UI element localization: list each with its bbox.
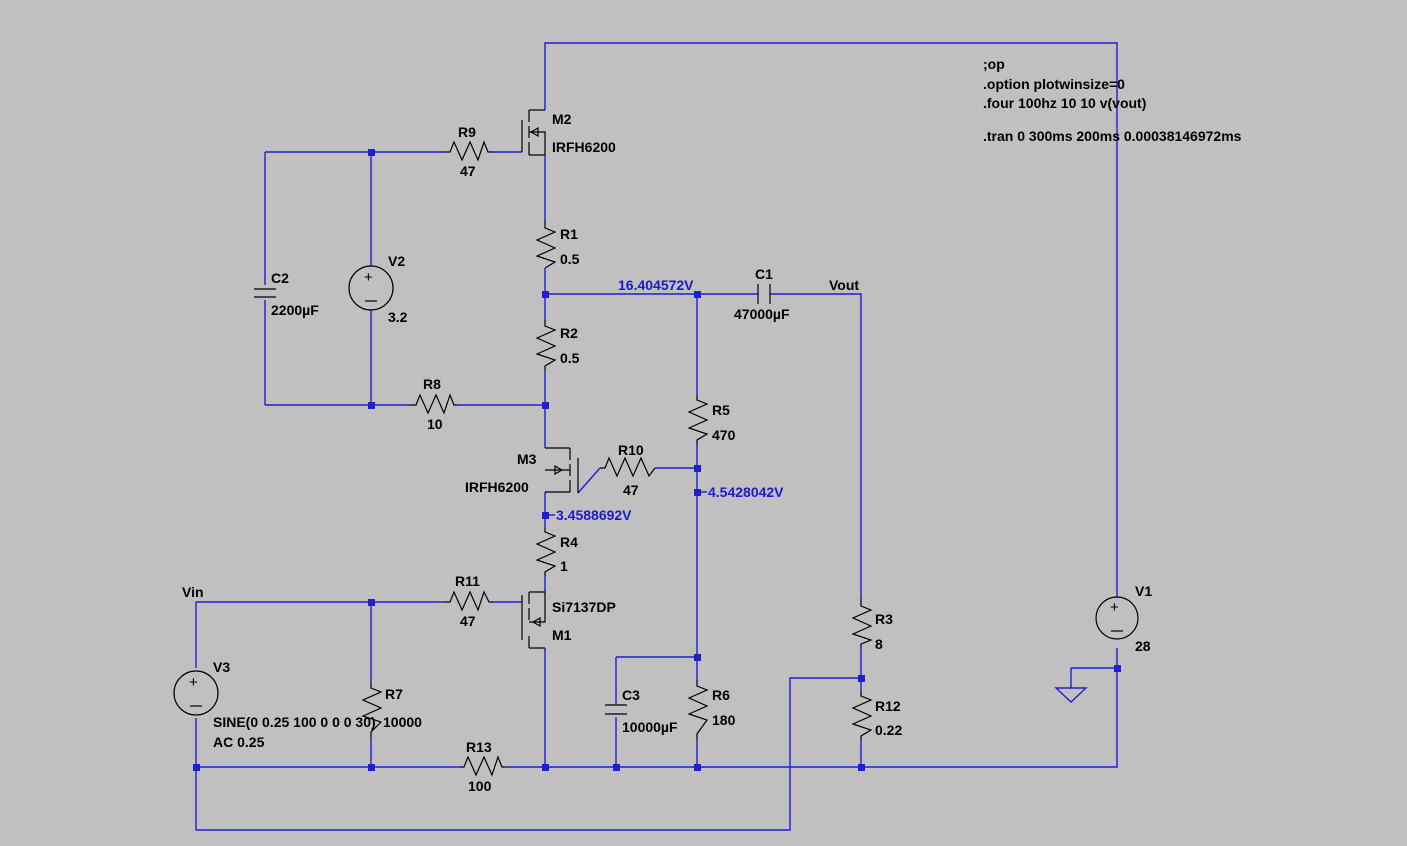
R5-name: R5	[712, 402, 730, 418]
R10-value: 47	[623, 482, 639, 498]
resistor-R10-symbol[interactable]	[600, 456, 656, 478]
R1-name: R1	[560, 226, 578, 242]
voltage-label-node-b: 4.5428042V	[708, 484, 784, 500]
resistor-R4-symbol[interactable]	[535, 528, 557, 576]
directive-op: ;op	[983, 56, 1005, 72]
svg-text:+: +	[364, 269, 373, 286]
M1-name: M1	[552, 627, 572, 643]
R12-value: 0.22	[875, 722, 902, 738]
ground-symbol	[1054, 668, 1088, 703]
voltage-source-V3[interactable]: +	[173, 670, 219, 716]
mosfet-M3-symbol[interactable]	[545, 447, 579, 493]
resistor-R11-symbol[interactable]	[445, 590, 493, 612]
net-label-vin: Vin	[182, 584, 204, 600]
voltage-source-V1[interactable]: +	[1095, 596, 1139, 640]
directive-tran: .tran 0 300ms 200ms 0.00038146972ms	[983, 128, 1242, 144]
R11-value: 47	[460, 613, 476, 629]
resistor-R1-symbol[interactable]	[535, 220, 557, 269]
mosfet-M1-symbol[interactable]	[521, 591, 546, 649]
R11-name: R11	[455, 573, 480, 589]
V1-value: 28	[1135, 638, 1151, 654]
resistor-R6-symbol[interactable]	[687, 680, 709, 740]
R8-name: R8	[423, 376, 441, 392]
V3-name: V3	[213, 659, 230, 675]
V2-name: V2	[388, 253, 405, 269]
R7-name: R7	[385, 686, 403, 702]
voltage-source-V2[interactable]: +	[348, 265, 394, 311]
R2-value: 0.5	[560, 350, 580, 366]
junctions	[193, 149, 1121, 771]
resistor-R9-symbol[interactable]	[445, 140, 492, 162]
R3-value: 8	[875, 636, 883, 652]
resistor-R2-symbol[interactable]	[535, 320, 557, 370]
M3-name: M3	[517, 451, 537, 467]
R9-value: 47	[460, 163, 476, 179]
M2-name: M2	[552, 111, 572, 127]
spice-directives[interactable]: ;op .option plotwinsize=0 .four 100hz 10…	[983, 56, 1242, 144]
mosfet-M2-symbol[interactable]	[521, 109, 546, 156]
R10-name: R10	[618, 442, 644, 458]
capacitor-C3-symbol[interactable]	[605, 704, 627, 715]
R13-value: 100	[468, 778, 492, 794]
M1-model: Si7137DP	[552, 599, 616, 615]
directive-four: .four 100hz 10 10 v(vout)	[983, 95, 1146, 111]
C3-value: 10000µF	[622, 719, 678, 735]
R6-name: R6	[712, 687, 730, 703]
resistor-R12-symbol[interactable]	[851, 690, 873, 740]
R13-name: R13	[466, 739, 492, 755]
resistor-R13-symbol[interactable]	[460, 755, 505, 777]
C3-name: C3	[622, 687, 640, 703]
R3-name: R3	[875, 611, 893, 627]
C2-name: C2	[271, 270, 289, 286]
R6-value: 180	[712, 712, 736, 728]
resistor-R3-symbol[interactable]	[851, 598, 873, 648]
voltage-label-node-a: 16.404572V	[618, 277, 694, 293]
V2-value: 3.2	[388, 309, 408, 325]
R4-name: R4	[560, 534, 578, 550]
C2-value: 2200µF	[271, 302, 319, 318]
M2-model: IRFH6200	[552, 139, 616, 155]
resistor-R5-symbol[interactable]	[687, 395, 709, 445]
resistor-R7-symbol[interactable]	[361, 682, 383, 738]
R8-value: 10	[427, 416, 443, 432]
V3-value: SINE(0 0.25 100 0 0 0 30)	[213, 714, 376, 730]
R7-value: 10000	[383, 714, 422, 730]
V3-value2: AC 0.25	[213, 734, 265, 750]
R12-name: R12	[875, 698, 901, 714]
capacitor-C2-symbol[interactable]	[254, 288, 276, 298]
R4-value: 1	[560, 558, 568, 574]
resistor-R8-symbol[interactable]	[410, 393, 458, 415]
directive-option: .option plotwinsize=0	[983, 76, 1125, 92]
V1-name: V1	[1135, 583, 1152, 599]
C1-value: 47000µF	[734, 306, 790, 322]
R5-value: 470	[712, 427, 736, 443]
svg-text:+: +	[1110, 599, 1119, 616]
svg-text:+: +	[189, 674, 198, 691]
voltage-label-node-c: 3.4588692V	[556, 507, 632, 523]
M3-model: IRFH6200	[465, 479, 529, 495]
R1-value: 0.5	[560, 251, 580, 267]
capacitor-C1-symbol[interactable]	[757, 284, 771, 304]
R9-name: R9	[458, 124, 476, 140]
wires	[195, 42, 1118, 831]
C1-name: C1	[755, 266, 773, 282]
net-label-vout: Vout	[829, 277, 859, 293]
R2-name: R2	[560, 325, 578, 341]
